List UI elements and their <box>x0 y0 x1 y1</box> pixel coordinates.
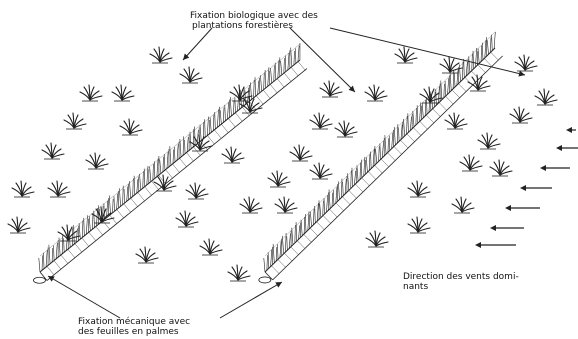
palm-fence-left <box>33 43 306 283</box>
grass-tuft-icon <box>452 197 474 213</box>
grass-tuft-icon <box>478 133 500 149</box>
mechanical-fixation-line-2: des feuilles en palmes <box>78 327 190 337</box>
arrow-left-icon <box>520 185 552 191</box>
leader-to-left-plant <box>183 28 212 60</box>
grass-tuft-icon <box>80 85 102 101</box>
grass-tuft-icon <box>490 160 512 176</box>
grass-tuft-icon <box>180 67 202 83</box>
biological-fixation-line-1: Fixation biologique avec des <box>190 11 318 21</box>
grass-tuft-icon <box>310 113 332 129</box>
grass-tuft-icon <box>176 211 198 227</box>
grass-tuft-icon <box>515 55 537 71</box>
biological-fixation-label: Fixation biologique avec des plantations… <box>190 11 318 31</box>
wind-direction-line-2: nants <box>403 282 519 292</box>
plantation-tufts <box>8 47 557 281</box>
grass-tuft-icon <box>408 181 430 197</box>
grass-tuft-icon <box>8 217 30 233</box>
grass-tuft-icon <box>365 85 387 101</box>
arrow-left-icon <box>505 205 540 211</box>
grass-tuft-icon <box>86 153 108 169</box>
grass-tuft-icon <box>290 145 312 161</box>
palm-fence-barriers <box>33 32 502 283</box>
grass-tuft-icon <box>48 181 70 197</box>
leader-to-right-fence <box>220 282 282 318</box>
grass-tuft-icon <box>310 163 332 179</box>
grass-tuft-icon <box>12 181 34 197</box>
grass-tuft-icon <box>320 81 342 97</box>
grass-tuft-icon <box>42 143 64 159</box>
arrow-left-icon <box>490 225 524 231</box>
grass-tuft-icon <box>136 247 158 263</box>
grass-tuft-icon <box>228 265 250 281</box>
arrow-left-icon <box>540 165 570 171</box>
grass-tuft-icon <box>510 107 532 123</box>
mechanical-fixation-line-1: Fixation mécanique avec <box>78 317 190 327</box>
grass-tuft-icon <box>468 75 490 91</box>
grass-tuft-icon <box>460 155 482 171</box>
grass-tuft-icon <box>366 231 388 247</box>
grass-tuft-icon <box>186 183 208 199</box>
grass-tuft-icon <box>154 175 176 191</box>
arrow-left-icon <box>566 127 576 133</box>
grass-tuft-icon <box>275 197 297 213</box>
wind-direction-line-1: Direction des vents domi- <box>403 272 519 282</box>
grass-tuft-icon <box>240 197 262 213</box>
grass-tuft-icon <box>120 119 142 135</box>
grass-tuft-icon <box>408 217 430 233</box>
arrow-left-icon <box>556 145 578 151</box>
grass-tuft-icon <box>112 85 134 101</box>
grass-tuft-icon <box>64 113 86 129</box>
grass-tuft-icon <box>395 47 417 63</box>
grass-tuft-icon <box>200 239 222 255</box>
grass-tuft-icon <box>335 121 357 137</box>
arrow-left-icon <box>475 242 516 248</box>
grass-tuft-icon <box>535 89 557 105</box>
palm-fence-right <box>259 32 503 283</box>
wind-direction-label: Direction des vents domi- nants <box>403 272 519 292</box>
biological-fixation-line-2: plantations forestières <box>190 21 318 31</box>
mechanical-fixation-label: Fixation mécanique avec des feuilles en … <box>78 317 190 337</box>
grass-tuft-icon <box>222 147 244 163</box>
grass-tuft-icon <box>150 47 172 63</box>
grass-tuft-icon <box>268 171 290 187</box>
grass-tuft-icon <box>445 113 467 129</box>
leader-to-right-plant <box>330 28 525 77</box>
leader-to-left-fence <box>48 276 120 318</box>
